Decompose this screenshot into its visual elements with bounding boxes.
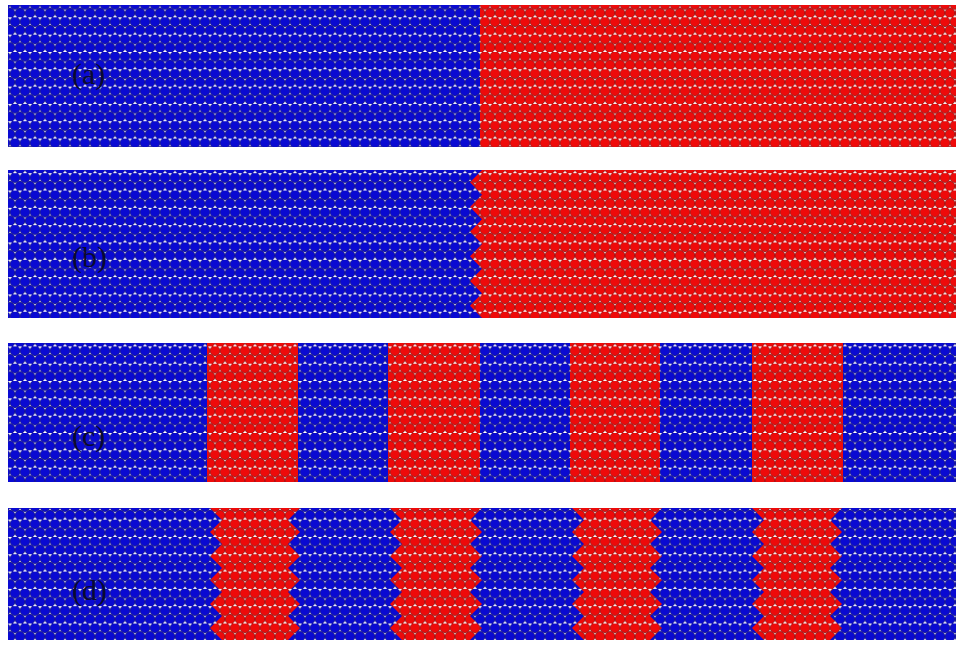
red-lattice — [480, 5, 956, 147]
red-stripe — [390, 508, 482, 640]
red-stripe — [752, 508, 842, 640]
red-stripe — [207, 343, 298, 482]
panel-label: (d) — [72, 575, 107, 605]
red-stripe — [570, 343, 660, 482]
red-stripe — [572, 508, 662, 640]
blue-lattice — [8, 170, 956, 318]
blue-lattice — [8, 343, 956, 482]
panel-label: (c) — [72, 421, 105, 451]
red-stripe — [752, 343, 843, 482]
red-stripe — [210, 508, 300, 640]
blue-lattice — [8, 5, 480, 147]
red-lattice — [470, 170, 956, 318]
panel-label: (a) — [72, 59, 105, 89]
panel-label: (b) — [72, 242, 107, 272]
red-stripe — [388, 343, 480, 482]
blue-lattice — [8, 508, 956, 640]
